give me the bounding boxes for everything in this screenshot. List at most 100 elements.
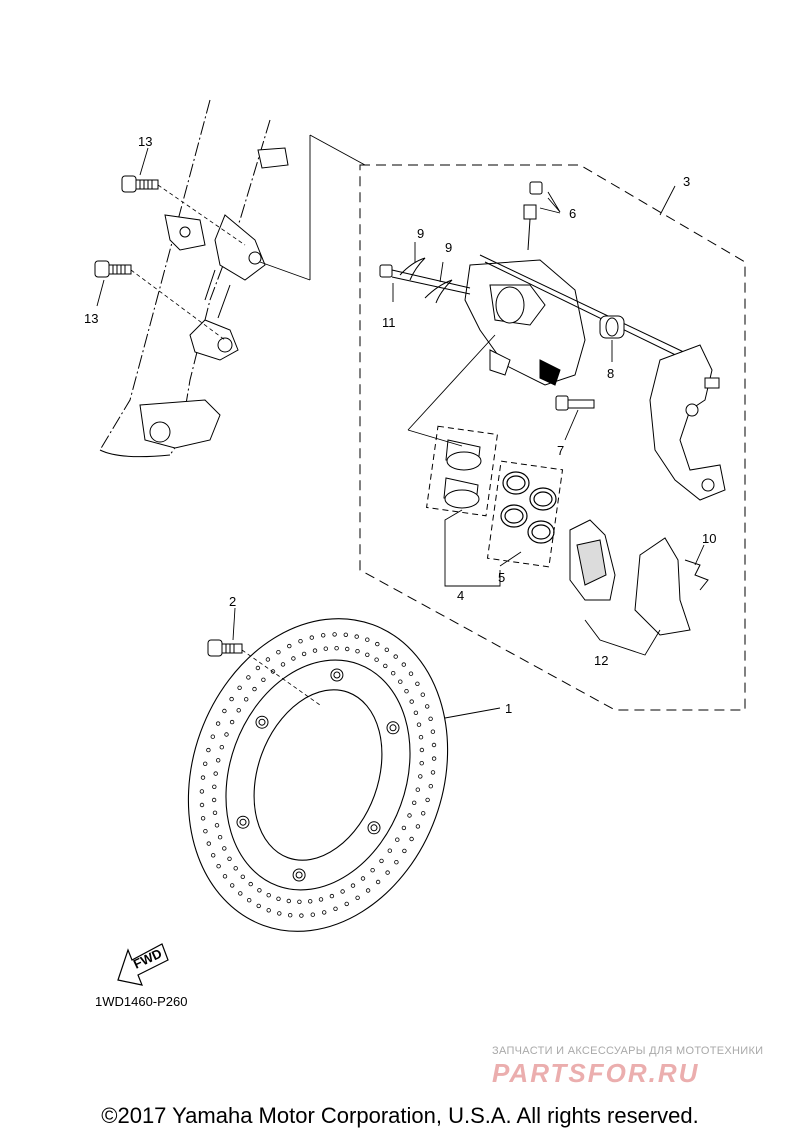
rotor-hole — [375, 879, 381, 885]
rotor-hole — [370, 868, 375, 873]
rotor-hole — [297, 899, 302, 904]
pistons-shape — [443, 439, 482, 509]
callout-seal-kit: 5 — [498, 570, 505, 585]
rotor-hole — [318, 897, 324, 902]
rotor-hole — [413, 710, 419, 715]
rotor-hole — [409, 699, 414, 704]
rotor-hole — [431, 756, 437, 761]
rotor-hole — [301, 651, 307, 657]
rotor-hole — [419, 761, 424, 766]
rotor-hole — [333, 906, 338, 911]
rotor-hole — [291, 656, 296, 661]
rotor-hole — [375, 641, 380, 647]
rotor-rivet — [239, 818, 247, 826]
rotor-hole — [344, 901, 349, 907]
rotor-hole — [391, 671, 396, 676]
rotor-hole — [243, 697, 249, 702]
pad-spring-shape — [684, 559, 709, 591]
rotor-hole — [217, 835, 223, 840]
pad-pin-shape — [379, 264, 471, 295]
callout-boot: 8 — [607, 366, 614, 381]
rotor-hole — [421, 811, 426, 816]
rotor-hole — [210, 734, 215, 739]
rotor-rivets — [236, 668, 400, 882]
rotor-hole — [350, 883, 356, 888]
rotor-hole — [276, 896, 281, 901]
rotor-hole — [246, 898, 252, 903]
leader-lines — [96, 147, 705, 719]
rotor-hole — [374, 657, 379, 662]
rotor-hole — [229, 883, 235, 888]
caliper-assembly-boundary — [359, 164, 746, 711]
rotor-hole — [229, 719, 235, 725]
rotor-hole — [266, 908, 271, 913]
bolt-lead-lines — [130, 184, 246, 341]
rotor-hole — [246, 675, 251, 680]
rotor-hole — [416, 722, 422, 727]
diagram-code: 1WD1460-P260 — [95, 994, 188, 1009]
callout-piston-kit: 4 — [457, 588, 464, 603]
rotor-hole — [428, 716, 433, 721]
rotor-hole — [199, 789, 205, 794]
rotor-hole — [415, 824, 421, 829]
rotor-hole — [206, 841, 211, 846]
rotor-hole — [355, 649, 360, 654]
rotor-hole — [384, 647, 389, 652]
fwd-arrow-icon: FWD — [117, 943, 169, 986]
rotor-hole — [404, 689, 409, 694]
callout-rotor-bolt: 2 — [229, 594, 236, 609]
rotor-hole — [394, 860, 399, 865]
rotor-hole — [412, 800, 417, 805]
rotor-hole — [387, 848, 392, 853]
rotor-hole — [415, 681, 420, 686]
rotor-hole — [202, 761, 208, 766]
rotor-hole — [248, 881, 253, 887]
rotor-hole — [206, 747, 211, 753]
callout-clip-lower: 9 — [445, 240, 452, 255]
rotor-hole — [383, 663, 388, 669]
rotor-bolt-shape — [207, 639, 243, 657]
rotor-hole — [215, 721, 221, 726]
caliper-bolt-upper-shape — [121, 175, 159, 193]
bleed-screw-shape — [523, 181, 543, 251]
rotor-bolt-lead — [241, 649, 321, 706]
rotor-hole — [200, 816, 206, 821]
callout-clip-upper: 9 — [417, 226, 424, 241]
rotor-hole — [430, 770, 436, 775]
rotor-rivet — [258, 718, 266, 726]
rotor-hole — [252, 686, 257, 692]
rotor-hole — [401, 825, 407, 831]
rotor-hole — [261, 677, 266, 682]
rotor-hole — [256, 903, 261, 909]
rotor-hole — [431, 742, 437, 748]
rotor-hole — [298, 639, 303, 644]
rotor-hole — [238, 891, 243, 896]
rotor-rivet — [389, 724, 397, 732]
rotor-hole — [299, 913, 304, 918]
rotor-hole — [214, 823, 220, 828]
pin-shape — [555, 395, 595, 411]
rotor-hole — [227, 856, 232, 861]
rotor-hole — [395, 837, 400, 842]
rotor-rivet — [370, 824, 378, 832]
rotor-hole — [212, 810, 218, 815]
caliper-bracket — [649, 344, 726, 501]
caliper-body — [464, 259, 586, 386]
rotor-hole — [323, 646, 328, 651]
rotor-hole — [210, 853, 216, 858]
caliper-pin-long — [479, 254, 691, 363]
rotor-hole — [211, 797, 217, 803]
rotor-hole — [213, 771, 218, 776]
rotor-hole — [219, 745, 224, 750]
rotor-hole — [222, 874, 228, 879]
rotor-hole — [280, 662, 286, 667]
rotor-hole — [385, 870, 390, 875]
seal-kit-box — [486, 460, 564, 568]
callout-pin: 7 — [557, 443, 564, 458]
rotor-hole — [343, 632, 348, 637]
brake-pads-shape — [569, 519, 691, 636]
rotor-hole — [200, 775, 206, 780]
callout-labels: 1 2 3 4 5 6 7 8 9 9 10 11 12 13 13 — [84, 134, 716, 716]
seals-shape — [500, 471, 557, 544]
